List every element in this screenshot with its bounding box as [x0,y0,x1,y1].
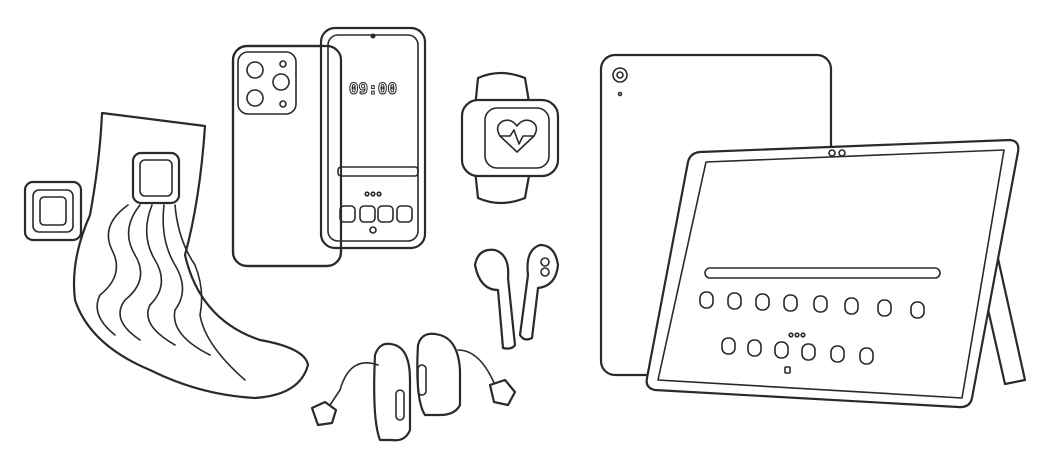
sensor-chip [23,180,83,242]
earbuds [473,243,560,350]
smart-sock [72,111,310,400]
smartwatch [460,71,560,205]
hearing-aids [310,332,517,442]
smartphone-front: 09:00 [231,26,427,268]
clock-text: 09:00 [349,79,397,98]
smartphone-back [231,44,343,268]
tablet-with-kickstand [645,138,1027,409]
